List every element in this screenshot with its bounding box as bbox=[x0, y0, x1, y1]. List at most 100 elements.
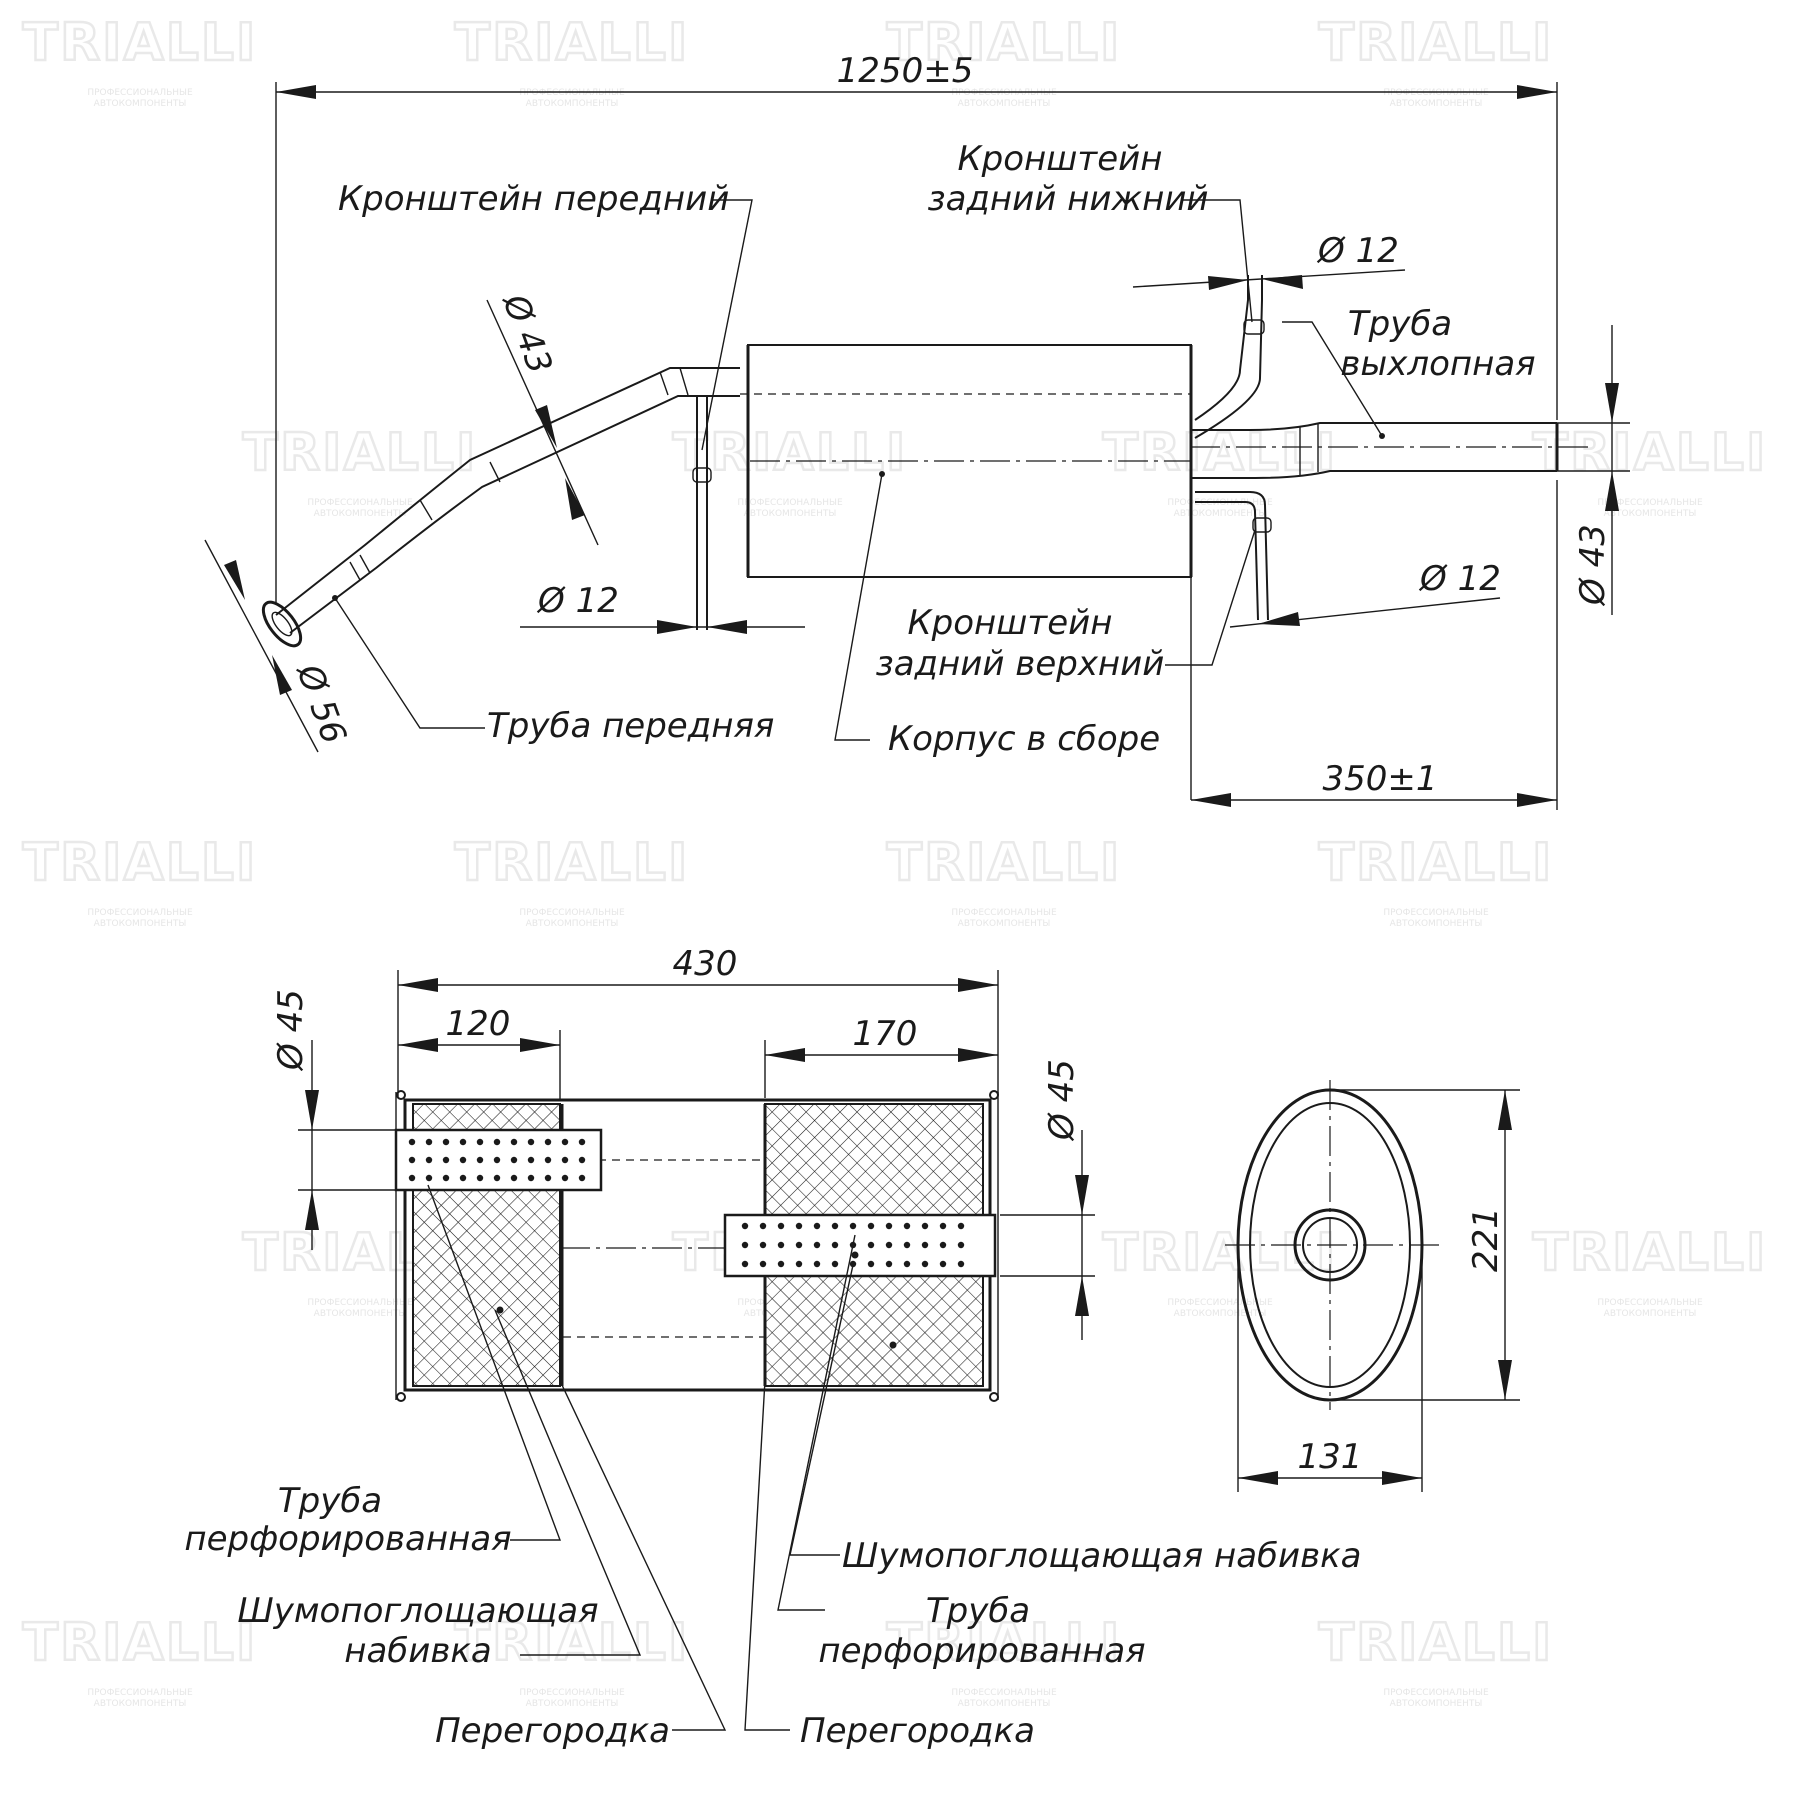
dimension-overall-length: 1250±5 bbox=[275, 51, 1558, 605]
front-pipe bbox=[261, 367, 740, 648]
svg-text:Ø 56: Ø 56 bbox=[288, 658, 354, 750]
perforation-hole bbox=[849, 1222, 857, 1230]
dimension-tail-length: 350±1 bbox=[1191, 480, 1558, 810]
perforation-hole bbox=[867, 1222, 875, 1230]
perforation-hole bbox=[777, 1260, 785, 1268]
perforation-hole bbox=[561, 1174, 569, 1182]
label-perf-pipe-right-2: перфорированная bbox=[818, 1631, 1145, 1671]
watermark-logo: TRIALLI bbox=[455, 13, 690, 73]
perforation-hole bbox=[831, 1260, 839, 1268]
label-perf-pipe-left-1: Труба bbox=[278, 1481, 382, 1521]
front-bracket bbox=[692, 396, 712, 630]
tail-pipe bbox=[1190, 422, 1590, 479]
perforation-hole bbox=[885, 1241, 893, 1249]
label-front-bracket: Кронштейн передний bbox=[338, 179, 729, 219]
oval-end-view: 221 131 bbox=[1225, 1080, 1520, 1492]
watermark-subtitle: АВТОКОМПОНЕНТЫ bbox=[744, 509, 837, 519]
perforation-hole bbox=[957, 1241, 965, 1249]
perforation-hole bbox=[903, 1260, 911, 1268]
dimension-body-length: 430 bbox=[397, 944, 999, 1098]
dimension-tail-pipe-dia: Ø 43 bbox=[1557, 325, 1630, 615]
watermark-logo: TRIALLI bbox=[887, 13, 1122, 73]
watermark-subtitle: АВТОКОМПОНЕНТЫ bbox=[1390, 1699, 1483, 1709]
perforation-hole bbox=[759, 1241, 767, 1249]
dimension-front-bracket-dia: Ø 12 bbox=[520, 581, 805, 634]
perforation-hole bbox=[527, 1174, 535, 1182]
watermark-subtitle: ПРОФЕССИОНАЛЬНЫЕ bbox=[87, 1688, 193, 1698]
perforation-hole bbox=[527, 1156, 535, 1164]
perforation-hole bbox=[408, 1138, 416, 1146]
watermark-logo: TRIALLI bbox=[23, 1613, 258, 1673]
watermark-subtitle: ПРОФЕССИОНАЛЬНЫЕ bbox=[1597, 498, 1703, 508]
perforation-hole bbox=[885, 1222, 893, 1230]
watermark-logo: TRIALLI bbox=[23, 833, 258, 893]
perforation-hole bbox=[578, 1156, 586, 1164]
perforation-hole bbox=[777, 1222, 785, 1230]
perforation-hole bbox=[527, 1138, 535, 1146]
watermark-subtitle: ПРОФЕССИОНАЛЬНЫЕ bbox=[87, 908, 193, 918]
svg-text:Ø 45: Ø 45 bbox=[1042, 1059, 1082, 1142]
perforation-hole bbox=[831, 1222, 839, 1230]
perforation-hole bbox=[459, 1156, 467, 1164]
perforation-hole bbox=[442, 1156, 450, 1164]
watermark-logo: TRIALLI bbox=[1319, 833, 1554, 893]
watermark-subtitle: ПРОФЕССИОНАЛЬНЫЕ bbox=[1167, 1298, 1273, 1308]
watermark-subtitle: ПРОФЕССИОНАЛЬНЫЕ bbox=[307, 1298, 413, 1308]
perforation-hole bbox=[795, 1241, 803, 1249]
perforation-hole bbox=[831, 1241, 839, 1249]
watermark-logo: TRIALLI bbox=[455, 833, 690, 893]
perforation-hole bbox=[921, 1222, 929, 1230]
perforation-hole bbox=[921, 1260, 929, 1268]
perforation-hole bbox=[759, 1260, 767, 1268]
perforation-hole bbox=[459, 1174, 467, 1182]
watermark-logo: TRIALLI bbox=[887, 833, 1122, 893]
perforation-hole bbox=[510, 1156, 518, 1164]
watermark-logo: TRIALLI bbox=[1319, 13, 1554, 73]
leaders-top bbox=[334, 199, 1383, 741]
perforation-hole bbox=[813, 1241, 821, 1249]
perforation-hole bbox=[921, 1241, 929, 1249]
section-view: 430 120 170 Ø 45 bbox=[184, 944, 1520, 1751]
watermark-subtitle: АВТОКОМПОНЕНТЫ bbox=[94, 99, 187, 109]
perforation-hole bbox=[425, 1138, 433, 1146]
svg-text:Ø 45: Ø 45 bbox=[271, 989, 311, 1072]
watermark-subtitle: АВТОКОМПОНЕНТЫ bbox=[958, 1699, 1051, 1709]
svg-text:170: 170 bbox=[853, 1014, 918, 1054]
watermark-subtitle: АВТОКОМПОНЕНТЫ bbox=[1390, 99, 1483, 109]
watermark-subtitle: АВТОКОМПОНЕНТЫ bbox=[526, 99, 619, 109]
label-tail-pipe-1: Труба bbox=[1348, 304, 1452, 344]
watermark-subtitle: ПРОФЕССИОНАЛЬНЫЕ bbox=[1383, 88, 1489, 98]
watermark-subtitle: АВТОКОМПОНЕНТЫ bbox=[1390, 919, 1483, 929]
perforation-hole bbox=[510, 1174, 518, 1182]
watermark-subtitle: ПРОФЕССИОНАЛЬНЫЕ bbox=[1383, 1688, 1489, 1698]
perforation-hole bbox=[476, 1174, 484, 1182]
perforation-hole bbox=[957, 1260, 965, 1268]
perforation-hole bbox=[408, 1174, 416, 1182]
svg-text:Ø 12: Ø 12 bbox=[1418, 559, 1501, 599]
watermark-subtitle: АВТОКОМПОНЕНТЫ bbox=[958, 919, 1051, 929]
watermark-subtitle: ПРОФЕССИОНАЛЬНЫЕ bbox=[519, 908, 625, 918]
perforation-hole bbox=[903, 1222, 911, 1230]
perforation-hole bbox=[425, 1174, 433, 1182]
perforation-hole bbox=[867, 1260, 875, 1268]
watermark-subtitle: ПРОФЕССИОНАЛЬНЫЕ bbox=[737, 498, 843, 508]
label-packing-left-2: набивка bbox=[344, 1631, 492, 1671]
svg-text:Ø 12: Ø 12 bbox=[536, 581, 619, 621]
perforation-hole bbox=[408, 1156, 416, 1164]
perforation-hole bbox=[544, 1156, 552, 1164]
svg-text:120: 120 bbox=[446, 1004, 511, 1044]
dimension-left-pipe-dia: Ø 45 bbox=[271, 989, 395, 1250]
dimension-front-pipe-dia: Ø 43 bbox=[486, 288, 599, 546]
rear-lower-bracket bbox=[1194, 275, 1265, 439]
perforation-hole bbox=[493, 1174, 501, 1182]
perforation-hole bbox=[544, 1174, 552, 1182]
watermark-logo: TRIALLI bbox=[243, 423, 478, 483]
watermark-subtitle: ПРОФЕССИОНАЛЬНЫЕ bbox=[951, 1688, 1057, 1698]
perforated-pipe-right bbox=[723, 1213, 997, 1278]
perforation-hole bbox=[561, 1156, 569, 1164]
label-rear-lower-bracket-2: задний нижний bbox=[927, 179, 1208, 219]
perforation-hole bbox=[849, 1260, 857, 1268]
perforation-hole bbox=[939, 1260, 947, 1268]
label-packing-right: Шумопоглощающая набивка bbox=[842, 1536, 1362, 1576]
